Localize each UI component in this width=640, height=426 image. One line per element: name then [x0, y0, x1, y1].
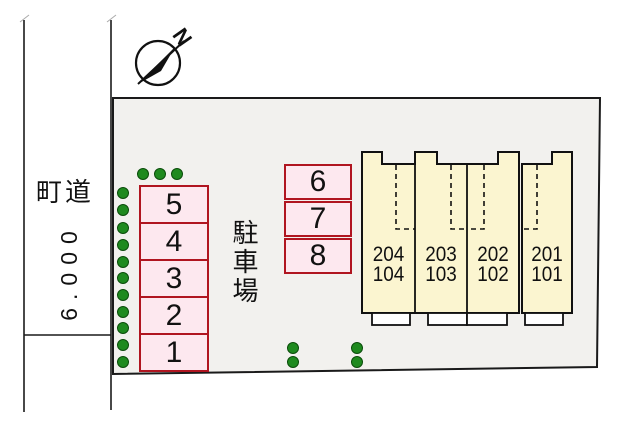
shrub-icon	[154, 168, 166, 180]
road-width-label: 6.000	[56, 223, 82, 321]
building-outline	[361, 151, 573, 326]
parking-space: 8	[284, 238, 352, 274]
shrub-icon	[117, 272, 129, 284]
unit-label: 203 103	[418, 243, 465, 286]
unit-room-upper: 203	[425, 243, 457, 266]
unit-room-upper: 201	[531, 243, 563, 266]
shrub-icons	[117, 168, 363, 368]
shrub-icon	[287, 356, 299, 368]
unit-label: 202 102	[470, 243, 517, 286]
unit-separators	[414, 164, 468, 313]
unit-label: 201 101	[525, 243, 570, 286]
road-name-label: 町道	[36, 177, 95, 207]
unit-room-lower: 104	[372, 263, 405, 286]
north-arrow-icon: N	[134, 23, 197, 87]
unit-room-upper: 204	[372, 243, 405, 266]
parking-space: 3	[139, 259, 209, 298]
road-lines	[23, 20, 112, 412]
shrub-icon	[117, 289, 129, 301]
boundary-tick-marks	[19, 14, 117, 23]
shrub-icon	[351, 342, 363, 354]
shrub-icon	[287, 342, 299, 354]
shrub-icon	[117, 187, 129, 199]
parking-space: 7	[284, 201, 352, 237]
shrub-icon	[117, 239, 129, 251]
shrub-icon	[117, 322, 129, 334]
unit-room-lower: 101	[531, 263, 563, 286]
shrub-icon	[117, 222, 129, 234]
unit-room-upper: 202	[477, 243, 509, 266]
entrance-porches	[371, 312, 564, 326]
shrub-icon	[171, 168, 183, 180]
parking-space: 1	[139, 333, 209, 372]
shrub-icon	[137, 168, 149, 180]
parking-column-left: 5 4 3 2 1	[139, 185, 209, 372]
shrub-icon	[117, 256, 129, 268]
upper-floor-dashed-lines	[395, 165, 538, 230]
shrub-icon	[117, 356, 129, 368]
parking-space: 4	[139, 222, 209, 261]
parking-column-middle: 6 7 8	[284, 164, 352, 274]
unit-room-lower: 103	[425, 263, 457, 286]
parking-space: 2	[139, 296, 209, 335]
shrub-icon	[117, 306, 129, 318]
shrub-icon	[117, 204, 129, 216]
parking-area-label: 駐車場	[229, 219, 259, 306]
unit-label: 204 104	[365, 243, 413, 286]
shrub-icon	[351, 356, 363, 368]
unit-room-lower: 102	[477, 263, 509, 286]
parking-space: 6	[284, 164, 352, 200]
parking-space: 5	[139, 185, 209, 224]
shrub-icon	[117, 339, 129, 351]
